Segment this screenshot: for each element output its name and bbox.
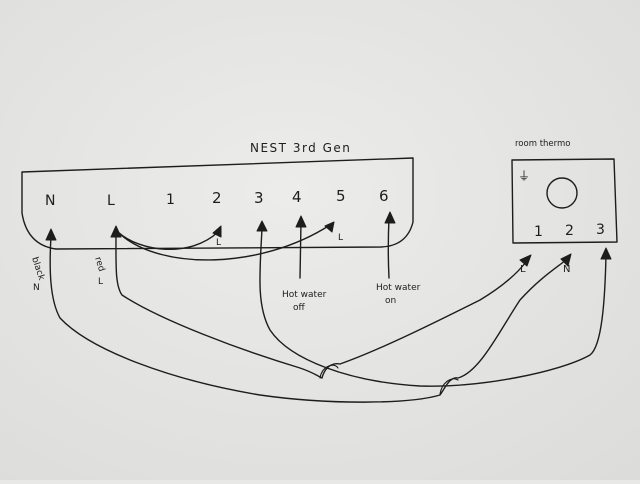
note-hot-water-on-line2: on — [385, 296, 396, 306]
wire-live-feed — [115, 231, 527, 379]
nest-terminal-5: 5 — [336, 187, 346, 205]
room-thermo-terminal-1: 1 — [534, 224, 543, 240]
wire-hot-water-off — [299, 221, 302, 279]
nest-terminal-2-live-mark: L — [216, 238, 221, 248]
thermo-terminal-2-neutral-mark: N — [563, 264, 570, 275]
note-red-l: L — [98, 277, 103, 287]
note-red: red — [92, 256, 106, 273]
room-thermo-terminal-2: 2 — [565, 223, 574, 239]
nest-terminal-3: 3 — [254, 189, 264, 207]
nest-unit: NEST 3rd Gen N L 1 2 3 4 5 6 L L — [21, 141, 414, 250]
wire-neutral — [49, 235, 567, 403]
nest-terminal-6: 6 — [379, 187, 389, 205]
arrow-to-2-icon — [212, 225, 222, 238]
note-black-n: N — [33, 283, 40, 293]
room-thermo-title: room thermo — [515, 139, 570, 149]
nest-terminal-n: N — [45, 193, 55, 209]
nest-box-outline — [21, 157, 414, 250]
thermo-terminal-1-live-mark: L — [520, 264, 526, 275]
note-hot-water-on-line1: Hot water — [376, 283, 421, 293]
nest-terminal-5-live-mark: L — [338, 233, 343, 243]
nest-terminal-2: 2 — [212, 189, 222, 207]
wire-3-to-thermo-3 — [259, 227, 607, 387]
arrow-to-3-icon — [256, 220, 268, 232]
arrow-heads — [45, 211, 612, 267]
nest-terminal-1: 1 — [166, 192, 175, 208]
arrow-to-n-icon — [45, 228, 57, 241]
wire-crossing-hump-1 — [319, 364, 339, 379]
wire-l-to-5 — [119, 224, 331, 261]
arrow-to-5-icon — [324, 221, 335, 233]
earth-symbol-icon: ⏚ — [518, 169, 530, 183]
nest-title: NEST 3rd Gen — [250, 141, 351, 155]
note-hot-water-off-line1: Hot water — [282, 290, 327, 300]
wire-l-to-2 — [117, 231, 219, 251]
arrow-to-6-icon — [384, 211, 396, 224]
arrow-to-l-icon — [110, 225, 122, 238]
arrow-to-4-icon — [295, 215, 307, 228]
room-thermo-terminal-3: 3 — [596, 222, 605, 238]
nest-terminal-4: 4 — [292, 188, 302, 206]
red-l-note: red — [92, 256, 106, 273]
wire-hot-water-on — [387, 217, 390, 279]
arrow-to-thermo-3-icon — [600, 247, 612, 260]
wire-crossing-hump-2 — [439, 378, 459, 395]
nest-terminal-labels: N L 1 2 3 4 5 6 — [45, 187, 389, 209]
thermo-dial-icon — [546, 177, 578, 209]
room-thermostat: room thermo ⏚ 1 2 3 — [511, 139, 618, 244]
room-thermo-box-outline — [511, 158, 618, 244]
arrow-to-thermo-1-icon — [519, 254, 532, 267]
note-hot-water-off-line2: off — [293, 303, 306, 313]
nest-terminal-l: L — [107, 193, 115, 209]
arrow-to-thermo-2-icon — [560, 253, 572, 267]
